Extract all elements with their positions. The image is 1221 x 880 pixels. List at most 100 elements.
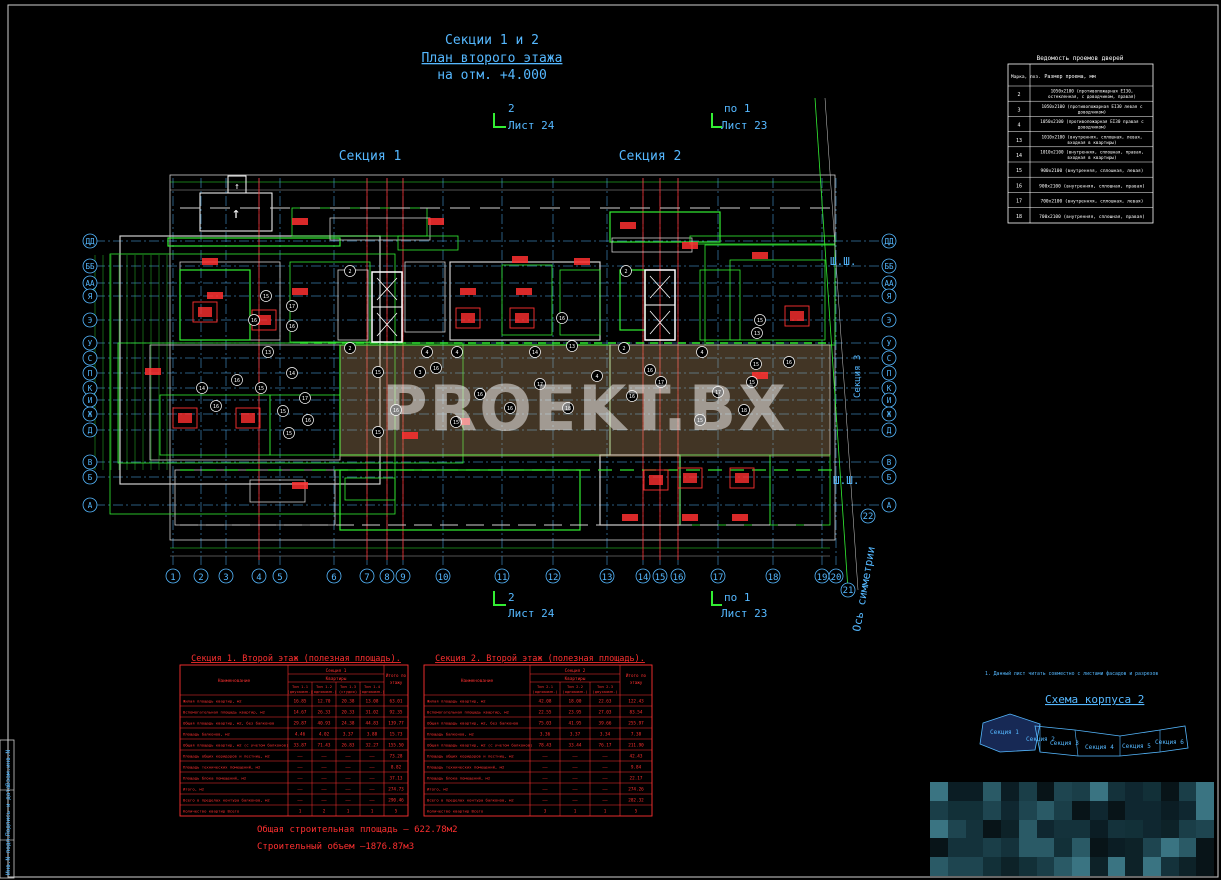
table-cell: —— xyxy=(369,788,375,793)
door-tag xyxy=(283,427,295,439)
door-tag xyxy=(566,340,578,352)
table-col-header: Тип 1.2 xyxy=(316,684,332,689)
door-tag xyxy=(591,370,603,382)
door-tag-number: 2 xyxy=(624,269,627,275)
table-row-name: Итого, м2 xyxy=(427,787,449,792)
total-area: Общая строительная площадь — 622.78м2 xyxy=(257,824,457,835)
room-area-mark xyxy=(620,222,636,229)
elevator-arrow-up: ↑ xyxy=(231,204,240,222)
table-row-name: Общая площадь квартир, м2 (с учетом балк… xyxy=(427,743,532,748)
axis-bubble-left xyxy=(82,469,98,485)
door-tag xyxy=(620,265,632,277)
room-area-mark xyxy=(202,258,218,265)
logo-pixel xyxy=(965,819,984,839)
table-cell: 42.08 xyxy=(539,699,552,705)
logo-pixel xyxy=(1089,782,1108,801)
table-cell: 12.70 xyxy=(318,699,331,705)
table-cell: 3 xyxy=(544,809,547,815)
table-cell: —— xyxy=(345,766,351,771)
door-tag-number: 2 xyxy=(348,346,351,352)
door-tag-number: 16 xyxy=(559,316,565,322)
logo-pixel xyxy=(1143,782,1161,801)
door-row-mark: 16 xyxy=(1016,183,1022,189)
logo-pixel xyxy=(930,819,948,839)
room-area-mark xyxy=(643,469,669,491)
scheme-label-4: Секция 4 xyxy=(1085,744,1114,751)
table-cell: 31.02 xyxy=(366,710,379,716)
logo-pixel xyxy=(965,838,984,858)
table-col-header: Тип 1.1 xyxy=(292,684,309,689)
door-tag xyxy=(286,320,298,332)
table-cell: 44.83 xyxy=(366,721,379,727)
room-area-mark xyxy=(622,514,638,521)
door-tag-number: 4 xyxy=(595,374,598,380)
table-cell: 20.33 xyxy=(342,710,355,716)
table-cell-total: 5 xyxy=(635,809,638,815)
room-area-mark xyxy=(292,288,308,295)
table-cell-total: 73.28 xyxy=(390,754,403,760)
room-area-mark xyxy=(574,258,590,265)
door-tag-number: 17 xyxy=(715,390,721,396)
title-line-3: на отм. +4.000 xyxy=(437,68,547,83)
axis-label-left: К xyxy=(88,384,93,393)
table-cell: —— xyxy=(321,777,327,782)
table-cell: —— xyxy=(572,766,578,771)
table-row-name: Общая площадь квартир, м2, без балконов xyxy=(427,721,518,726)
door-tag xyxy=(626,390,638,402)
logo-pixel xyxy=(983,782,1002,801)
axis-bubble-right xyxy=(881,406,897,422)
door-tag-number: 2 xyxy=(348,269,351,275)
table-cell-total: 15.73 xyxy=(390,732,403,738)
door-tag xyxy=(262,346,274,358)
area-table-section-2: Секция 2. Второй этаж (полезная площадь)… xyxy=(423,654,653,817)
axis-bubble-bottom xyxy=(545,568,561,584)
door-row-mark: 3 xyxy=(1017,107,1020,113)
door-schedule-title: Ведомость проемов дверей xyxy=(1037,55,1124,62)
door-row-desc: 1050x2100 (противопожарная EI30 правая с xyxy=(1040,119,1144,125)
table-cell-total: 5 xyxy=(395,809,398,815)
table-cell: 71.43 xyxy=(318,743,331,749)
table-cell-total: 92.35 xyxy=(390,710,403,716)
cut-top-left-sheet: Лист 24 xyxy=(508,119,555,132)
logo-pixel xyxy=(1160,838,1179,858)
axis-label-left: С xyxy=(88,354,93,363)
door-tag-number: 14 xyxy=(199,386,205,392)
cut-top-left-num: 2 xyxy=(508,102,515,115)
cut-bottom-right-sheet: Лист 23 xyxy=(721,607,767,620)
door-tag xyxy=(302,414,314,426)
logo-pixel xyxy=(1160,819,1179,839)
axis-bubble-bottom xyxy=(326,568,342,584)
door-row-desc-cont: входная в квартиры) xyxy=(1067,140,1116,146)
stamp-inv-label: Инв.N подл. xyxy=(5,835,12,875)
logo-pixel xyxy=(1001,782,1019,801)
corridor-highlight xyxy=(340,345,830,457)
room-area-mark xyxy=(292,218,308,225)
room-area-mark xyxy=(402,432,418,439)
door-tag xyxy=(783,356,795,368)
door-tag-number: 3 xyxy=(418,370,421,376)
room-area-mark xyxy=(454,418,470,425)
axis-label-bottom: 17 xyxy=(713,573,724,583)
axis-label-left: У xyxy=(88,339,93,348)
section-cut-bottom-right: по 1 Лист 23 xyxy=(711,591,767,620)
axis-bubble-left xyxy=(82,312,98,328)
door-tag xyxy=(372,366,384,378)
room-area-mark xyxy=(509,307,535,329)
table-cell: —— xyxy=(345,777,351,782)
logo-pixel xyxy=(983,857,1002,877)
table-cell: —— xyxy=(297,777,303,782)
door-tag xyxy=(260,290,272,302)
table-cell: —— xyxy=(345,799,351,804)
door-tag xyxy=(694,414,706,426)
door-tag-number: 15 xyxy=(453,420,459,426)
table-cell: 1 xyxy=(604,809,607,815)
building-scheme: Секция 1 Секция 2 Секция 3 Секция 4 Секц… xyxy=(979,713,1189,757)
axis-bubble-bottom xyxy=(828,568,844,584)
table-header-group: Секция 2 xyxy=(565,668,586,674)
table-col-header-cont: (однокомн.) xyxy=(562,689,587,694)
logo-pixel xyxy=(1178,857,1197,877)
room-area-mark xyxy=(732,514,748,521)
door-row-desc-cont: доводчиком) xyxy=(1078,109,1106,115)
axis-label-bottom: 13 xyxy=(602,573,613,583)
logo-pixel xyxy=(1160,800,1179,820)
